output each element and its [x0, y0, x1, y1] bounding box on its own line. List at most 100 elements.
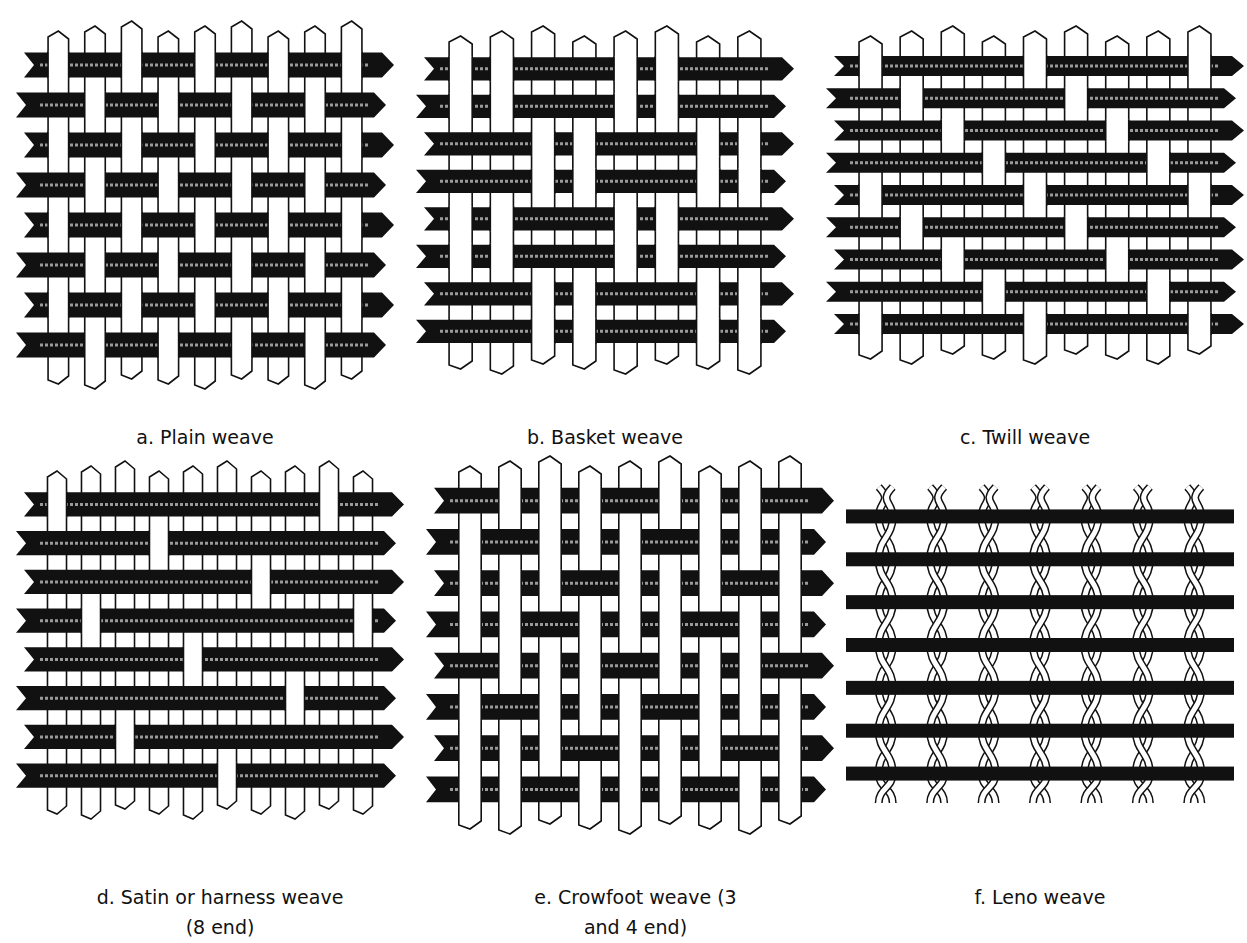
- warp-edge: [513, 244, 515, 269]
- warp-edge: [600, 528, 602, 556]
- warp-edge: [680, 569, 682, 597]
- warp-edge: [531, 169, 533, 194]
- warp-edge: [288, 292, 290, 319]
- warp-float: [779, 569, 801, 597]
- warp-float: [859, 313, 882, 335]
- warp-edge: [578, 652, 580, 680]
- weft-yarn: [16, 609, 396, 633]
- warp-edge: [178, 92, 180, 119]
- warp-yarn: [859, 36, 882, 359]
- weave-caption: f. Leno weave: [900, 882, 1180, 912]
- warp-edge: [698, 487, 700, 515]
- warp-float: [1188, 55, 1211, 77]
- warp-edge: [178, 332, 180, 359]
- weft-sheen: [440, 180, 770, 183]
- warp-edge: [881, 55, 883, 77]
- warp-edge: [858, 184, 860, 206]
- warp-edge: [600, 487, 602, 515]
- warp-edge: [471, 94, 473, 119]
- weft-yarn: [826, 217, 1236, 237]
- warp-yarn: [251, 471, 270, 814]
- warp-edge: [600, 776, 602, 804]
- warp-edge: [696, 319, 698, 344]
- warp-float: [619, 569, 641, 597]
- warp-float: [305, 252, 326, 279]
- warp-edge: [513, 94, 515, 119]
- warp-edge: [696, 169, 698, 194]
- weft-sheen: [440, 142, 770, 145]
- warp-edge: [115, 724, 117, 750]
- warp-edge: [214, 292, 216, 319]
- warp-float: [231, 252, 252, 279]
- warp-float: [779, 776, 801, 804]
- warp-float: [48, 52, 69, 79]
- warp-edge: [618, 693, 620, 721]
- warp-edge: [640, 734, 642, 762]
- warp-float: [231, 332, 252, 359]
- warp-edge: [696, 281, 698, 306]
- warp-edge: [640, 776, 642, 804]
- warp-float: [738, 131, 761, 156]
- warp-float: [1065, 87, 1088, 109]
- warp-edge: [520, 652, 522, 680]
- warp-edge: [531, 319, 533, 344]
- warp-edge: [214, 52, 216, 79]
- warp-edge: [251, 92, 253, 119]
- warp-edge: [618, 569, 620, 597]
- warp-float: [699, 487, 721, 515]
- warp-edge: [480, 611, 482, 639]
- warp-edge: [1087, 216, 1089, 238]
- warp-edge: [361, 292, 363, 319]
- warp-float: [659, 734, 681, 762]
- warp-edge: [498, 487, 500, 515]
- warp-edge: [698, 528, 700, 556]
- warp-edge: [858, 55, 860, 77]
- warp-float: [779, 693, 801, 721]
- warp-float: [579, 693, 601, 721]
- weft-yarn: [846, 509, 1234, 523]
- warp-edge: [636, 206, 638, 231]
- warp-edge: [600, 693, 602, 721]
- warp-edge: [655, 94, 657, 119]
- warp-float: [941, 248, 964, 270]
- warp-edge: [554, 169, 556, 194]
- warp-edge: [719, 131, 721, 156]
- warp-float: [449, 244, 472, 269]
- warp-float: [579, 528, 601, 556]
- warp-float: [739, 693, 761, 721]
- warp-float: [158, 332, 179, 359]
- warp-float: [1106, 248, 1129, 270]
- warp-edge: [338, 491, 340, 517]
- warp-float: [699, 734, 721, 762]
- warp-edge: [560, 528, 562, 556]
- warp-edge: [538, 693, 540, 721]
- warp-float: [619, 693, 641, 721]
- weft-yarn: [434, 488, 834, 514]
- warp-float: [149, 530, 168, 556]
- leno-figure: [846, 487, 1234, 803]
- warp-yarn: [121, 21, 142, 379]
- warp-edge: [304, 172, 306, 199]
- warp-edge: [490, 244, 492, 269]
- warp-float: [532, 319, 555, 344]
- warp-float: [619, 776, 641, 804]
- warp-edge: [231, 332, 233, 359]
- warp-edge: [324, 92, 326, 119]
- warp-edge: [448, 56, 450, 81]
- warp-float: [655, 206, 678, 231]
- weft-yarn: [416, 245, 786, 268]
- warp-edge: [737, 169, 739, 194]
- warp-edge: [538, 487, 540, 515]
- weft-yarn: [16, 531, 396, 555]
- warp-yarn: [48, 31, 69, 384]
- weft-yarn: [24, 53, 394, 78]
- warp-edge: [141, 292, 143, 319]
- warp-edge: [47, 52, 49, 79]
- warp-edge: [149, 530, 151, 556]
- warp-edge: [81, 608, 83, 634]
- warp-edge: [578, 611, 580, 639]
- warp-edge: [760, 611, 762, 639]
- warp-yarn: [499, 461, 521, 834]
- warp-edge: [68, 292, 70, 319]
- warp-edge: [267, 212, 269, 239]
